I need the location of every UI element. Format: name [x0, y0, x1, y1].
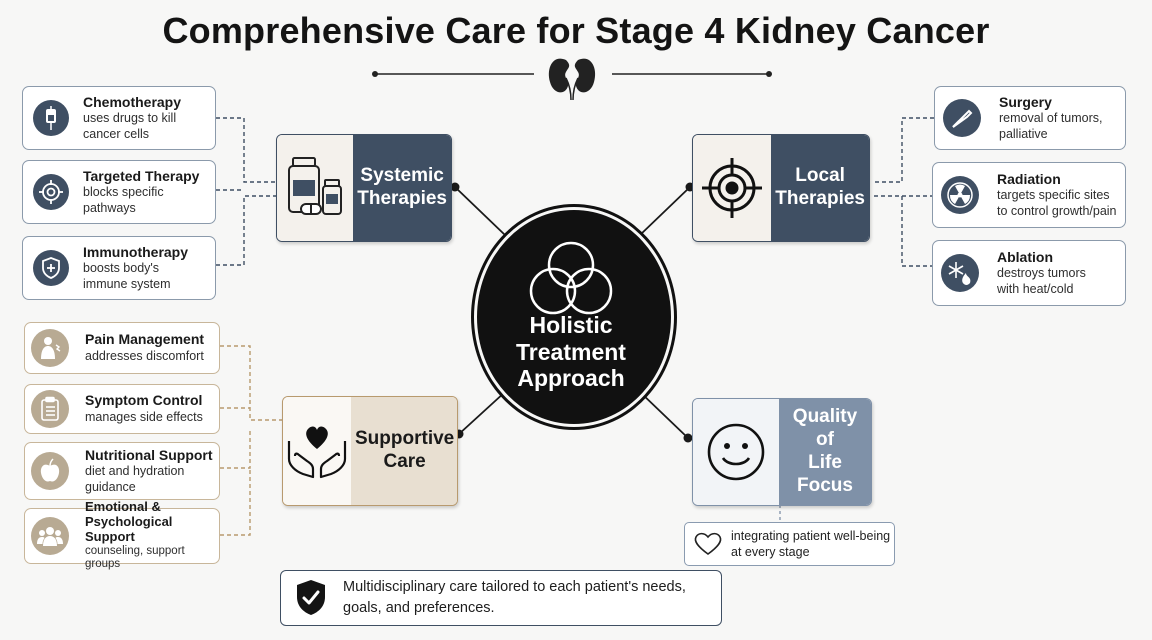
item-emotional-support: Emotional & Psychological Support counse… [24, 499, 220, 570]
person-pain-icon [31, 329, 69, 367]
item-radiation: Radiation targets specific sites to cont… [932, 162, 1126, 228]
target-icon [693, 135, 772, 241]
iv-bag-icon [33, 100, 69, 136]
heart-outline-icon [693, 531, 723, 557]
hub-supportive-care: Supportive Care [282, 396, 458, 506]
item-targeted-therapy: Targeted Therapy blocks specific pathway… [22, 160, 216, 224]
venn-icon [529, 241, 613, 315]
item-pain-management: Pain Management addresses discomfort [24, 322, 220, 374]
quality-of-life-note: integrating patient well-being at every … [684, 522, 895, 566]
footer-banner: Multidisciplinary care tailored to each … [280, 570, 722, 626]
hub-quality-of-life: Quality of Life Focus [692, 398, 872, 506]
item-surgery: Surgery removal of tumors, palliative [934, 86, 1126, 150]
item-immunotherapy: Immunotherapy boosts body's immune syste… [22, 236, 216, 300]
item-nutritional-support: Nutritional Support diet and hydration g… [24, 442, 220, 500]
medication-bottles-icon [277, 135, 354, 241]
center-label: Holistic Treatment Approach [516, 312, 626, 392]
group-icon [31, 517, 69, 555]
item-chemotherapy: Chemotherapy uses drugs to kill cancer c… [22, 86, 216, 150]
clipboard-icon [31, 390, 69, 428]
item-symptom-control: Symptom Control manages side effects [24, 384, 220, 434]
shield-check-icon [293, 578, 329, 618]
kidneys-icon [548, 58, 596, 101]
hub-systemic-therapies: Systemic Therapies [276, 134, 452, 242]
item-ablation: Ablation destroys tumors with heat/cold [932, 240, 1126, 306]
item-title: Chemotherapy [83, 93, 182, 110]
smiley-face-icon [693, 399, 779, 505]
shield-plus-icon [33, 250, 69, 286]
scalpel-icon [943, 99, 981, 137]
radiation-icon [941, 176, 979, 214]
apple-icon [31, 452, 69, 490]
page-title: Comprehensive Care for Stage 4 Kidney Ca… [162, 10, 990, 51]
snowflake-flame-icon [941, 254, 979, 292]
crosshair-icon [33, 174, 69, 210]
center-holistic-approach [474, 207, 674, 427]
caring-hands-heart-icon [283, 397, 351, 505]
hub-local-therapies: Local Therapies [692, 134, 870, 242]
